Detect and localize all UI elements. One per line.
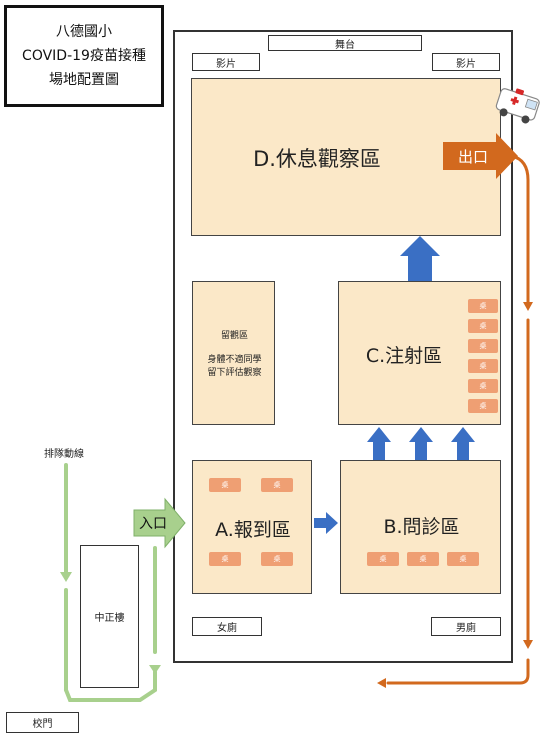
video-box-right: 影片 [432, 53, 500, 71]
exit-route-segment-1 [510, 154, 530, 307]
entrance-arrow [133, 497, 186, 549]
seat-c-1: 桌 [468, 299, 498, 313]
flow-arrow-a-to-b [314, 512, 338, 534]
exit-arrow [443, 133, 518, 179]
flow-arrow-b-to-c-1 [367, 427, 391, 460]
exit-route-arrowhead-3 [377, 678, 386, 688]
restroom-male: 男廁 [431, 617, 501, 636]
entrance-label: 入口 [139, 516, 167, 532]
zone-c-injection: C.注射區 桌 桌 桌 桌 桌 桌 [338, 281, 501, 425]
queue-arrowhead-down [60, 572, 72, 582]
queue-route-line [64, 463, 157, 702]
exit-label: 出口 [457, 147, 488, 166]
title-line-2: COVID-19疫苗接種 [22, 48, 146, 64]
exit-route-line [386, 154, 530, 685]
zone-a-checkin: A.報到區 桌 桌 桌 桌 [192, 460, 312, 594]
title-line-3: 場地配置圖 [49, 72, 119, 88]
exit-route-arrowhead-1 [523, 302, 533, 311]
stage-box: 舞台 [268, 35, 422, 51]
seat-c-4: 桌 [468, 359, 498, 373]
zone-c-label: C.注射區 [365, 344, 443, 367]
seat-c-2: 桌 [468, 319, 498, 333]
flow-arrow-b-to-c-2 [409, 427, 433, 460]
seat-c-5: 桌 [468, 379, 498, 393]
queue-route-label: 排隊動線 [44, 449, 84, 460]
stage-label: 舞台 [335, 39, 355, 51]
title-box: 八德國小 COVID-19疫苗接種 場地配置圖 [4, 5, 164, 107]
seat-c-6: 桌 [468, 399, 498, 413]
flow-arrow-b-to-c-3 [451, 427, 475, 460]
flow-arrow-c-to-d [400, 236, 440, 281]
exit-route-arrowhead-2 [523, 640, 533, 649]
seat-c-3: 桌 [468, 339, 498, 353]
video-box-left: 影片 [192, 53, 260, 71]
seat-b-1: 桌 [367, 552, 399, 566]
ambulance-icon [495, 88, 540, 124]
zone-b-consultation: B.問診區 桌 桌 桌 [340, 460, 501, 594]
school-gate-label: 校門 [32, 719, 53, 730]
video-label-right: 影片 [456, 58, 476, 70]
restroom-female: 女廁 [192, 617, 262, 636]
observation-line-2: 留下評估觀察 [207, 368, 262, 378]
queue-line-segment-3 [64, 670, 157, 702]
zhongzheng-building-label: 中正樓 [94, 613, 125, 624]
zone-a-label: A.報到區 [215, 518, 291, 541]
zone-observation: 留觀區 身體不適同學 留下評估觀察 [192, 281, 275, 425]
seat-b-2: 桌 [407, 552, 439, 566]
seat-b-3: 桌 [447, 552, 479, 566]
seat-a-4: 桌 [261, 552, 293, 566]
exit-route-segment-3 [386, 658, 530, 685]
title-line-1: 八德國小 [56, 24, 112, 40]
queue-arrowhead-mid [149, 665, 161, 674]
observation-line-1: 身體不適同學 [207, 355, 262, 365]
zone-d-label: D.休息觀察區 [253, 147, 381, 171]
video-label-left: 影片 [216, 58, 236, 70]
school-gate: 校門 [6, 712, 79, 733]
seat-a-1: 桌 [209, 478, 241, 492]
seat-a-2: 桌 [261, 478, 293, 492]
zhongzheng-building: 中正樓 [80, 545, 139, 688]
restroom-female-label: 女廁 [217, 623, 237, 634]
zone-b-label: B.問診區 [383, 515, 460, 538]
observation-title: 留觀區 [220, 331, 248, 341]
restroom-male-label: 男廁 [456, 623, 476, 634]
seat-a-3: 桌 [209, 552, 241, 566]
